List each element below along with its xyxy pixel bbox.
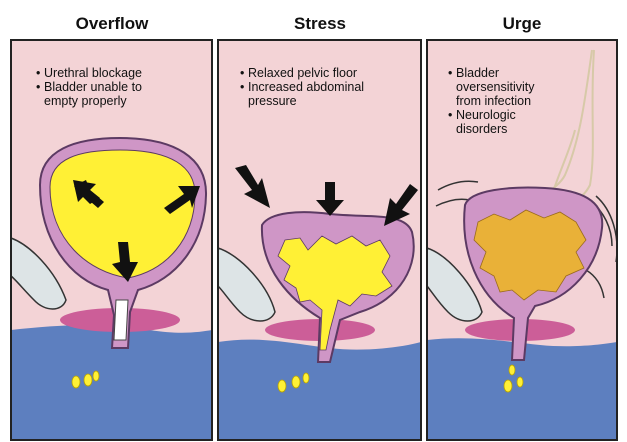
- stress-causes: Relaxed pelvic floor Increased abdominal…: [240, 66, 416, 108]
- cause-item: Bladder unable to empty properly: [36, 80, 206, 108]
- cause-item: Urethral blockage: [36, 66, 206, 80]
- cause-item: Relaxed pelvic floor: [240, 66, 416, 80]
- cause-item: Increased abdominal pressure: [240, 80, 416, 108]
- urethral-blockage: [114, 300, 128, 340]
- panel-title-overflow: Overflow: [12, 14, 212, 34]
- panel-title-urge: Urge: [422, 14, 622, 34]
- panel-title-stress: Stress: [220, 14, 420, 34]
- overflow-causes: Urethral blockage Bladder unable to empt…: [36, 66, 206, 108]
- urge-causes: Bladder oversensitivity from infection N…: [448, 66, 578, 136]
- cause-item: Bladder oversensitivity from infection: [448, 66, 578, 108]
- cause-item: Neurologic disorders: [448, 108, 578, 136]
